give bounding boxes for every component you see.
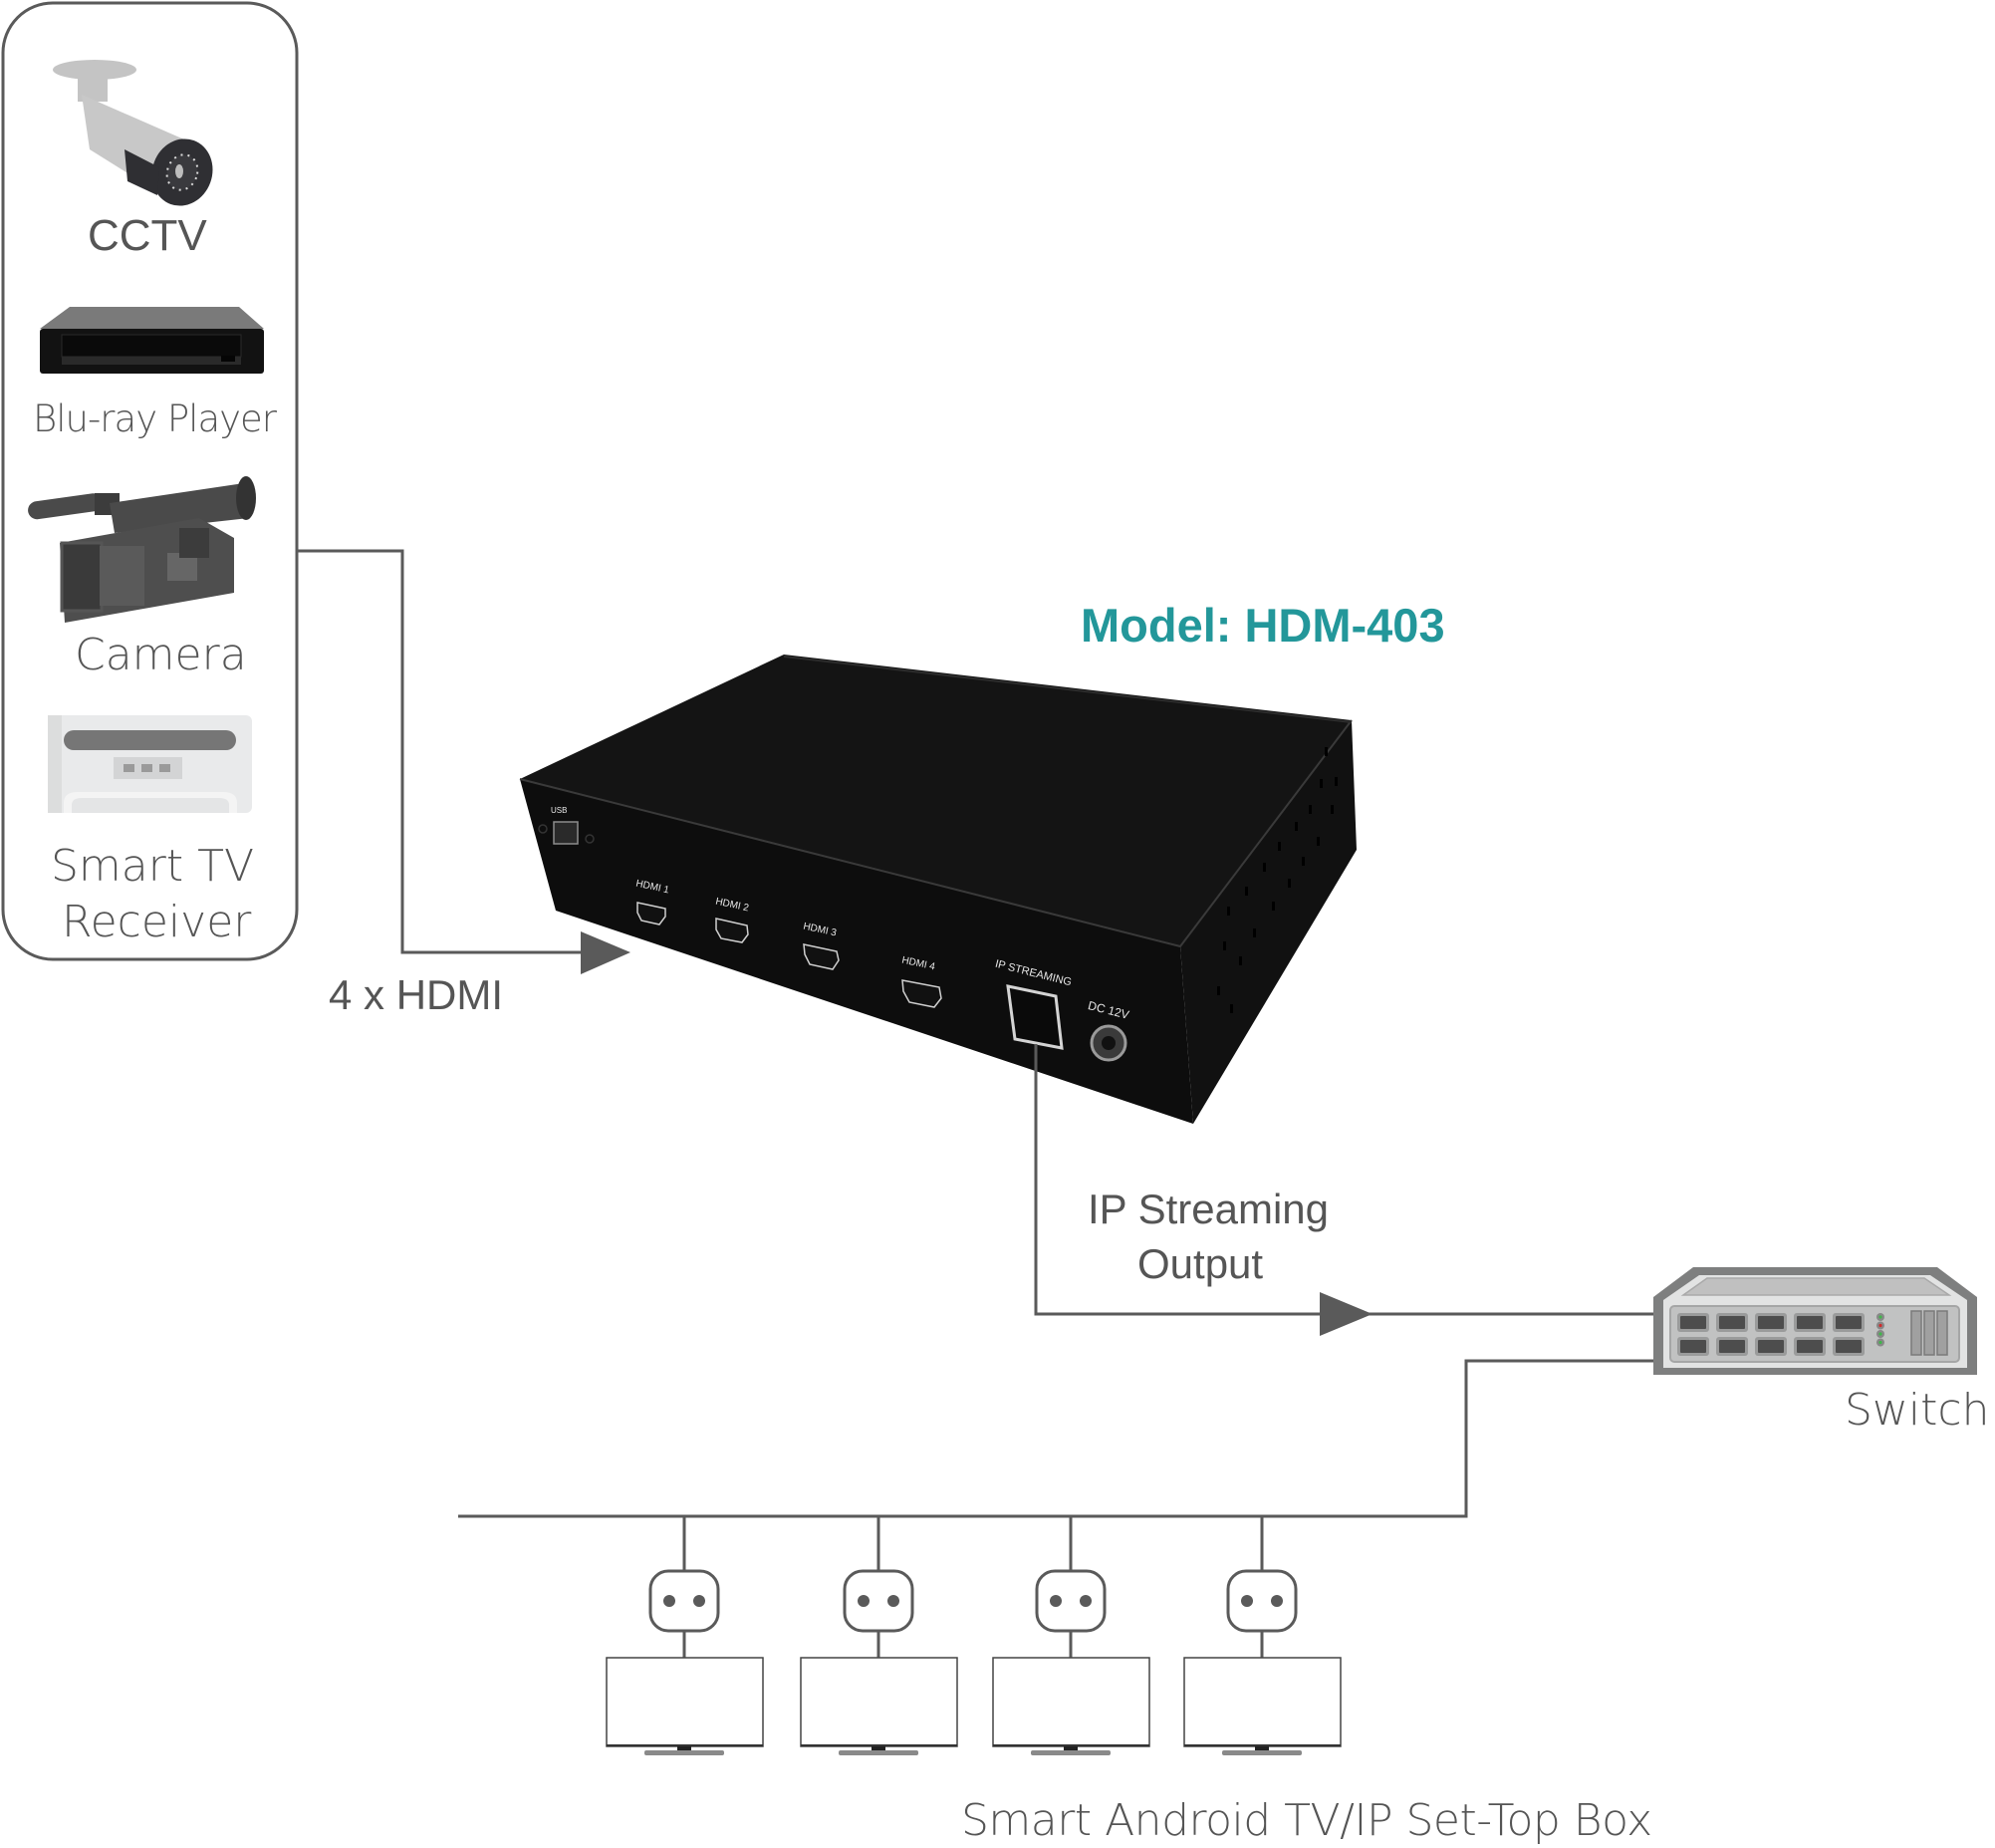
switch-port (1758, 1316, 1784, 1329)
endpoint-3 (992, 1516, 1150, 1755)
camcorder-icon (28, 476, 256, 623)
endpoints-label: Smart Android TV/IP Set-Top Box (961, 1795, 1652, 1846)
set-top-receiver-icon (48, 715, 252, 813)
switch-port (1719, 1316, 1745, 1329)
source-label-smarttv-line1: Smart TV (51, 841, 255, 892)
source-label-camera: Camera (75, 630, 247, 680)
switch-vent (1910, 1310, 1922, 1356)
source-label-smarttv-line2: Receiver (62, 897, 252, 947)
switch-vent (1936, 1310, 1948, 1356)
tv-icon (1183, 1657, 1342, 1755)
outlet-hole (1271, 1595, 1283, 1607)
switch-led-light (1878, 1332, 1882, 1336)
outlet-hole (1241, 1595, 1253, 1607)
switch-port (1719, 1340, 1745, 1353)
bluray-player-icon (40, 307, 264, 374)
switch-to-bus-connector (458, 1359, 1657, 1518)
ip-output-connector (1034, 1044, 1653, 1316)
switch-vent (1923, 1310, 1935, 1356)
switch-port (1836, 1340, 1862, 1353)
tv-icon (606, 1657, 764, 1755)
endpoint-1 (606, 1516, 764, 1755)
switch-port (1797, 1316, 1823, 1329)
endpoint-2 (800, 1516, 958, 1755)
outlet-hole (1050, 1595, 1062, 1607)
hdmi-input-arrow-icon (581, 931, 630, 974)
outlet-hole (887, 1595, 899, 1607)
model-title: Model: HDM-403 (1081, 599, 1445, 652)
ip-output-arrow-icon (1320, 1292, 1372, 1336)
hdmi-port-3 (803, 943, 840, 970)
endpoint-4 (1183, 1516, 1342, 1755)
hdmi-port-4 (901, 979, 942, 1008)
port-label-usb: USB (551, 806, 568, 815)
switch-port (1758, 1340, 1784, 1353)
switch-led-light (1878, 1323, 1882, 1328)
cctv-camera-icon (53, 60, 213, 206)
switch-port (1680, 1316, 1706, 1329)
switch-port (1836, 1316, 1862, 1329)
hdmi-port-1 (636, 902, 666, 925)
ip-output-label-line1: IP Streaming (1088, 1186, 1330, 1232)
endpoints-layer (606, 1516, 1342, 1755)
switch-led-light (1878, 1315, 1882, 1319)
source-label-cctv: CCTV (88, 211, 207, 260)
encoder-device (519, 655, 1357, 1124)
outlet-hole (1080, 1595, 1092, 1607)
outlet-hole (858, 1595, 870, 1607)
switch-port (1680, 1340, 1706, 1353)
switch-port (1797, 1340, 1823, 1353)
source-label-bluray: Blu-ray Player (33, 397, 277, 440)
outlet-hole (693, 1595, 705, 1607)
hdmi-input-connector (297, 549, 583, 954)
hdmi-input-label: 4 x HDMI (329, 971, 504, 1018)
ip-output-label-line2: Output (1137, 1240, 1264, 1287)
outlet-hole (663, 1595, 675, 1607)
switch-led-light (1878, 1340, 1882, 1345)
tv-icon (800, 1657, 958, 1755)
tv-icon (992, 1657, 1150, 1755)
switch-label: Switch (1845, 1385, 1990, 1436)
usb-port (553, 821, 579, 845)
rj45-port (1006, 984, 1064, 1050)
hdmi-port-2 (715, 918, 749, 943)
